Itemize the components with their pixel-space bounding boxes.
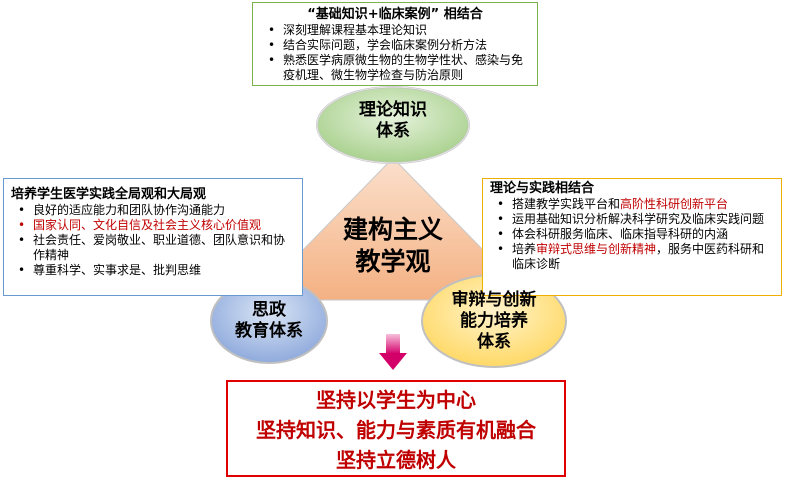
right-info-box: 理论与实践相结合 搭建教学实践平台和高阶性科研创新平台 运用基础知识分析解决科学… [482, 178, 782, 296]
right-box-item-highlight: 审辩式思维与创新精神 [536, 242, 657, 256]
right-box-item: 体会科研服务临床、临床指导科研的内涵 [490, 227, 774, 242]
right-box-item-text: 搭建教学实践平台和 [512, 197, 621, 211]
right-box-item-text: ，服务中医药科研和临床诊断 [512, 242, 765, 271]
top-box-item: 结合实际问题，学会临床案例分析方法 [261, 38, 529, 53]
principle-line: 坚持立德树人 [336, 448, 456, 472]
right-box-item-highlight: 高阶性科研创新平台 [620, 197, 729, 211]
left-box-item-highlight: 国家认同、文化自信及社会主义核心价值观 [11, 218, 295, 233]
principle-line: 坚持以学生为中心 [316, 388, 476, 412]
center-triangle [252, 157, 534, 301]
top-box-title: “基础知识+临床案例” 相结合 [307, 7, 483, 22]
right-box-item: 运用基础知识分析解决科学研究及临床实践问题 [490, 212, 774, 227]
left-circle-label: 思政教育体系 [235, 300, 303, 341]
left-box-item: 良好的适应能力和团队协作沟通能力 [11, 203, 295, 218]
right-box-item: 培养审辩式思维与创新精神，服务中医药科研和临床诊断 [490, 242, 774, 272]
left-box-title: 培养学生医学实践全局观和大局观 [11, 187, 207, 202]
right-circle-label: 审辩与创新能力培养体系 [451, 290, 537, 352]
center-triangle-label: 建构主义教学观 [342, 215, 443, 276]
top-box-item: 熟悉医学病原微生物的生物学性状、感染与免疫机理、微生物学检查与防治原则 [261, 53, 529, 83]
down-arrow-icon [379, 334, 407, 370]
top-info-box: “基础知识+临床案例” 相结合 深刻理解课程基本理论知识 结合实际问题，学会临床… [252, 2, 538, 86]
top-circle-label: 理论知识体系 [359, 100, 427, 141]
left-box-item: 社会责任、爱岗敬业、职业道德、团队意识和协作精神 [11, 233, 295, 263]
left-info-box: 培养学生医学实践全局观和大局观 良好的适应能力和团队协作沟通能力 国家认同、文化… [3, 178, 303, 296]
right-box-title: 理论与实践相结合 [490, 181, 595, 196]
top-box-item: 深刻理解课程基本理论知识 [261, 23, 529, 38]
left-box-item: 尊重科学、实事求是、批判思维 [11, 263, 295, 278]
right-box-item: 搭建教学实践平台和高阶性科研创新平台 [490, 197, 774, 212]
bottom-principles-box: 坚持以学生为中心 坚持知识、能力与素质有机融合 坚持立德树人 [226, 380, 566, 477]
right-box-item-text: 培养 [512, 242, 537, 256]
principle-line: 坚持知识、能力与素质有机融合 [256, 418, 536, 442]
